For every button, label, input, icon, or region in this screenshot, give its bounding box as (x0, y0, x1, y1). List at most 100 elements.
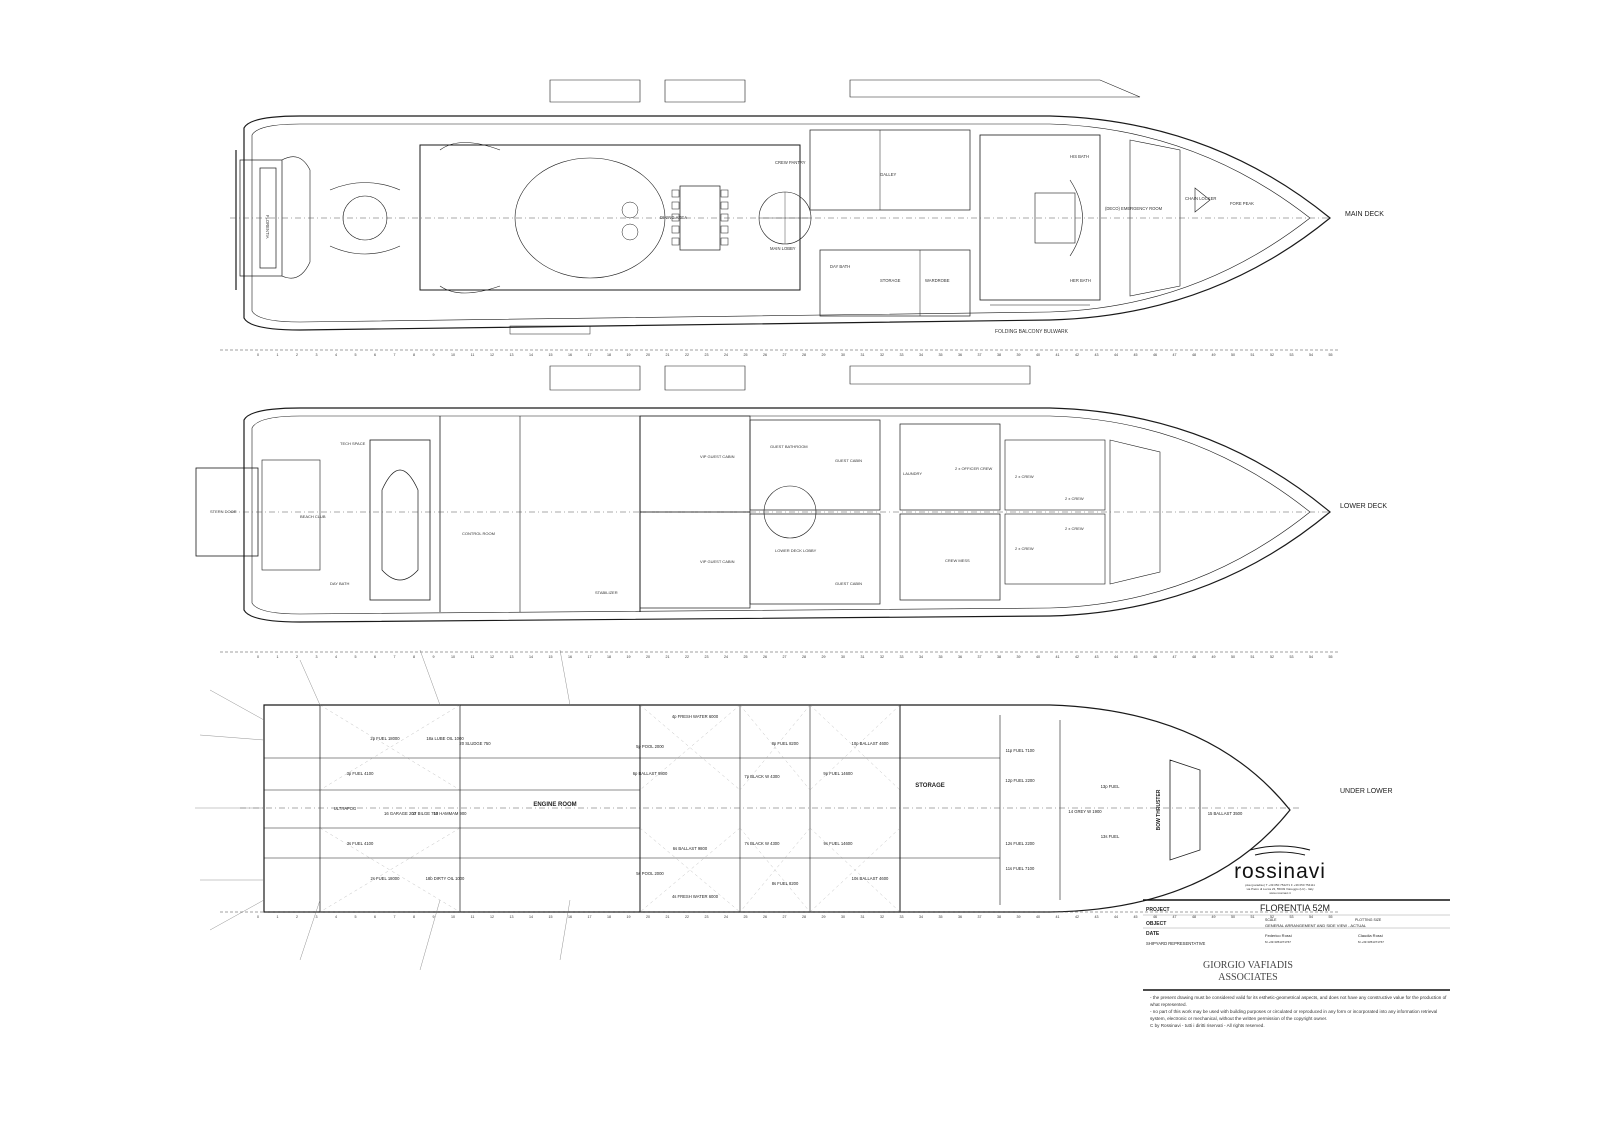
logo-address-2: via Pietro di Lucca 23, 55049 Viareggio … (1247, 887, 1314, 891)
ballast-p-label: 6p BALLAST 9800 (633, 771, 668, 776)
designer-line-2: ASSOCIATES (1218, 972, 1277, 983)
fuel-9s-label: 9s FUEL 14600 (824, 841, 854, 846)
frame-number: 36 (958, 915, 962, 919)
frame-number: 15 (549, 655, 553, 659)
frame-number: 10 (451, 655, 455, 659)
crew-d-label: 2 x CREW (1065, 526, 1084, 531)
frame-number: 30 (841, 353, 845, 357)
frame-number: 5 (355, 655, 357, 659)
frame-number: 52 (1270, 915, 1274, 919)
frame-number: 2 (296, 655, 298, 659)
frame-number: 6 (374, 915, 376, 919)
frame-number: 46 (1153, 655, 1157, 659)
rep1-name: Federico Rossi (1265, 933, 1292, 938)
frame-number: 50 (1231, 353, 1235, 357)
frame-number: 9 (433, 915, 435, 919)
ballast-10s-label: 10s BALLAST 4600 (852, 876, 889, 881)
frame-number: 36 (958, 353, 962, 357)
frame-number: 14 (529, 655, 533, 659)
galley-label: GALLEY (880, 172, 897, 177)
logo-web: www.rossinavi.it (1269, 891, 1291, 895)
frame-number: 13 (510, 655, 514, 659)
frame-number: 55 (1329, 353, 1333, 357)
frame-number: 45 (1134, 353, 1138, 357)
frame-number: 8 (413, 655, 415, 659)
project-value: FLORENTIA 52M (1260, 903, 1330, 913)
lower-lobby-label: LOWER DECK LOBBY (775, 548, 817, 553)
tank-20-label: 20 SLUDGE 750 (459, 741, 491, 746)
frame-number: 15 (549, 353, 553, 357)
balcony-label: FOLDING BALCONY BULWARK (995, 329, 1069, 335)
frame-number: 0 (257, 655, 259, 659)
frame-number: 54 (1309, 655, 1313, 659)
ballast-15-label: 15 BALLAST 3500 (1208, 811, 1243, 816)
fuel-11s-label: 11s FUEL 7100 (1006, 866, 1035, 871)
frame-number: 0 (257, 915, 259, 919)
frame-number: 12 (490, 915, 494, 919)
frame-number: 23 (705, 655, 709, 659)
plotting-label: PLOTTING SIZE (1355, 918, 1382, 922)
frame-number: 49 (1212, 655, 1216, 659)
frame-number: 21 (666, 915, 670, 919)
frame-number: 16 (568, 655, 572, 659)
frame-number: 0 (257, 353, 259, 357)
frame-number: 45 (1134, 655, 1138, 659)
frame-number: 52 (1270, 655, 1274, 659)
frame-number: 18 (607, 655, 611, 659)
fuel-13p-label: 13p FUEL (1101, 784, 1121, 789)
ballast-10p-label: 10p BALLAST 4600 (852, 741, 890, 746)
tank-16-label: 16 GARAGE 200 (384, 811, 417, 816)
frame-number: 46 (1153, 353, 1157, 357)
frame-number: 12 (490, 353, 494, 357)
frame-number: 44 (1114, 655, 1118, 659)
fuel-9p-label: 9p FUEL 14600 (823, 771, 853, 776)
frame-number: 39 (1017, 915, 1021, 919)
frame-number: 4 (335, 655, 337, 659)
scale-label: SCALE (1265, 918, 1277, 922)
pool-s-label: 5s POOL 2000 (636, 871, 664, 876)
frame-number: 30 (841, 655, 845, 659)
frame-number: 8 (413, 915, 415, 919)
frame-number: 27 (783, 915, 787, 919)
frame-number: 24 (724, 353, 728, 357)
frame-number: 51 (1251, 655, 1255, 659)
frame-number: 15 (549, 915, 553, 919)
frame-number: 38 (997, 353, 1001, 357)
frame-number: 11 (471, 915, 475, 919)
frame-number: 25 (744, 915, 748, 919)
frame-number: 48 (1192, 353, 1196, 357)
frame-number: 35 (939, 915, 943, 919)
tank-18a-label: 18a LUBE OIL 1000 (426, 736, 464, 741)
frame-number: 19 (627, 655, 631, 659)
frame-number: 53 (1290, 915, 1294, 919)
frame-number: 50 (1231, 915, 1235, 919)
frame-number: 45 (1134, 915, 1138, 919)
frame-number: 6 (374, 353, 376, 357)
fuel-13s-label: 13s FUEL (1101, 834, 1120, 839)
grey-water-label: 14 GREY W 1900 (1068, 809, 1102, 814)
frame-number: 35 (939, 353, 943, 357)
frame-number: 33 (900, 655, 904, 659)
frame-number: 34 (919, 655, 923, 659)
frame-number: 51 (1251, 353, 1255, 357)
frame-number: 40 (1036, 915, 1040, 919)
frame-number: 28 (802, 915, 806, 919)
frame-number: 19 (627, 915, 631, 919)
frame-number: 39 (1017, 353, 1021, 357)
frame-number: 3 (316, 915, 318, 919)
frame-number: 21 (666, 353, 670, 357)
frame-number: 5 (355, 353, 357, 357)
frame-number: 24 (724, 915, 728, 919)
tank-13-label: 13 HAMMAM 900 (433, 811, 467, 816)
frame-number: 36 (958, 655, 962, 659)
lower-deck-plan (195, 365, 1331, 623)
under-lower-label: UNDER LOWER (1340, 788, 1393, 795)
tank-3s-label: 3s FUEL 4100 (347, 841, 374, 846)
frame-number: 37 (978, 655, 982, 659)
frame-number: 3 (316, 655, 318, 659)
guest-cabin-a-label: GUEST CABIN (835, 458, 862, 463)
frame-number: 23 (705, 915, 709, 919)
frame-number: 28 (802, 353, 806, 357)
frame-number: 34 (919, 915, 923, 919)
